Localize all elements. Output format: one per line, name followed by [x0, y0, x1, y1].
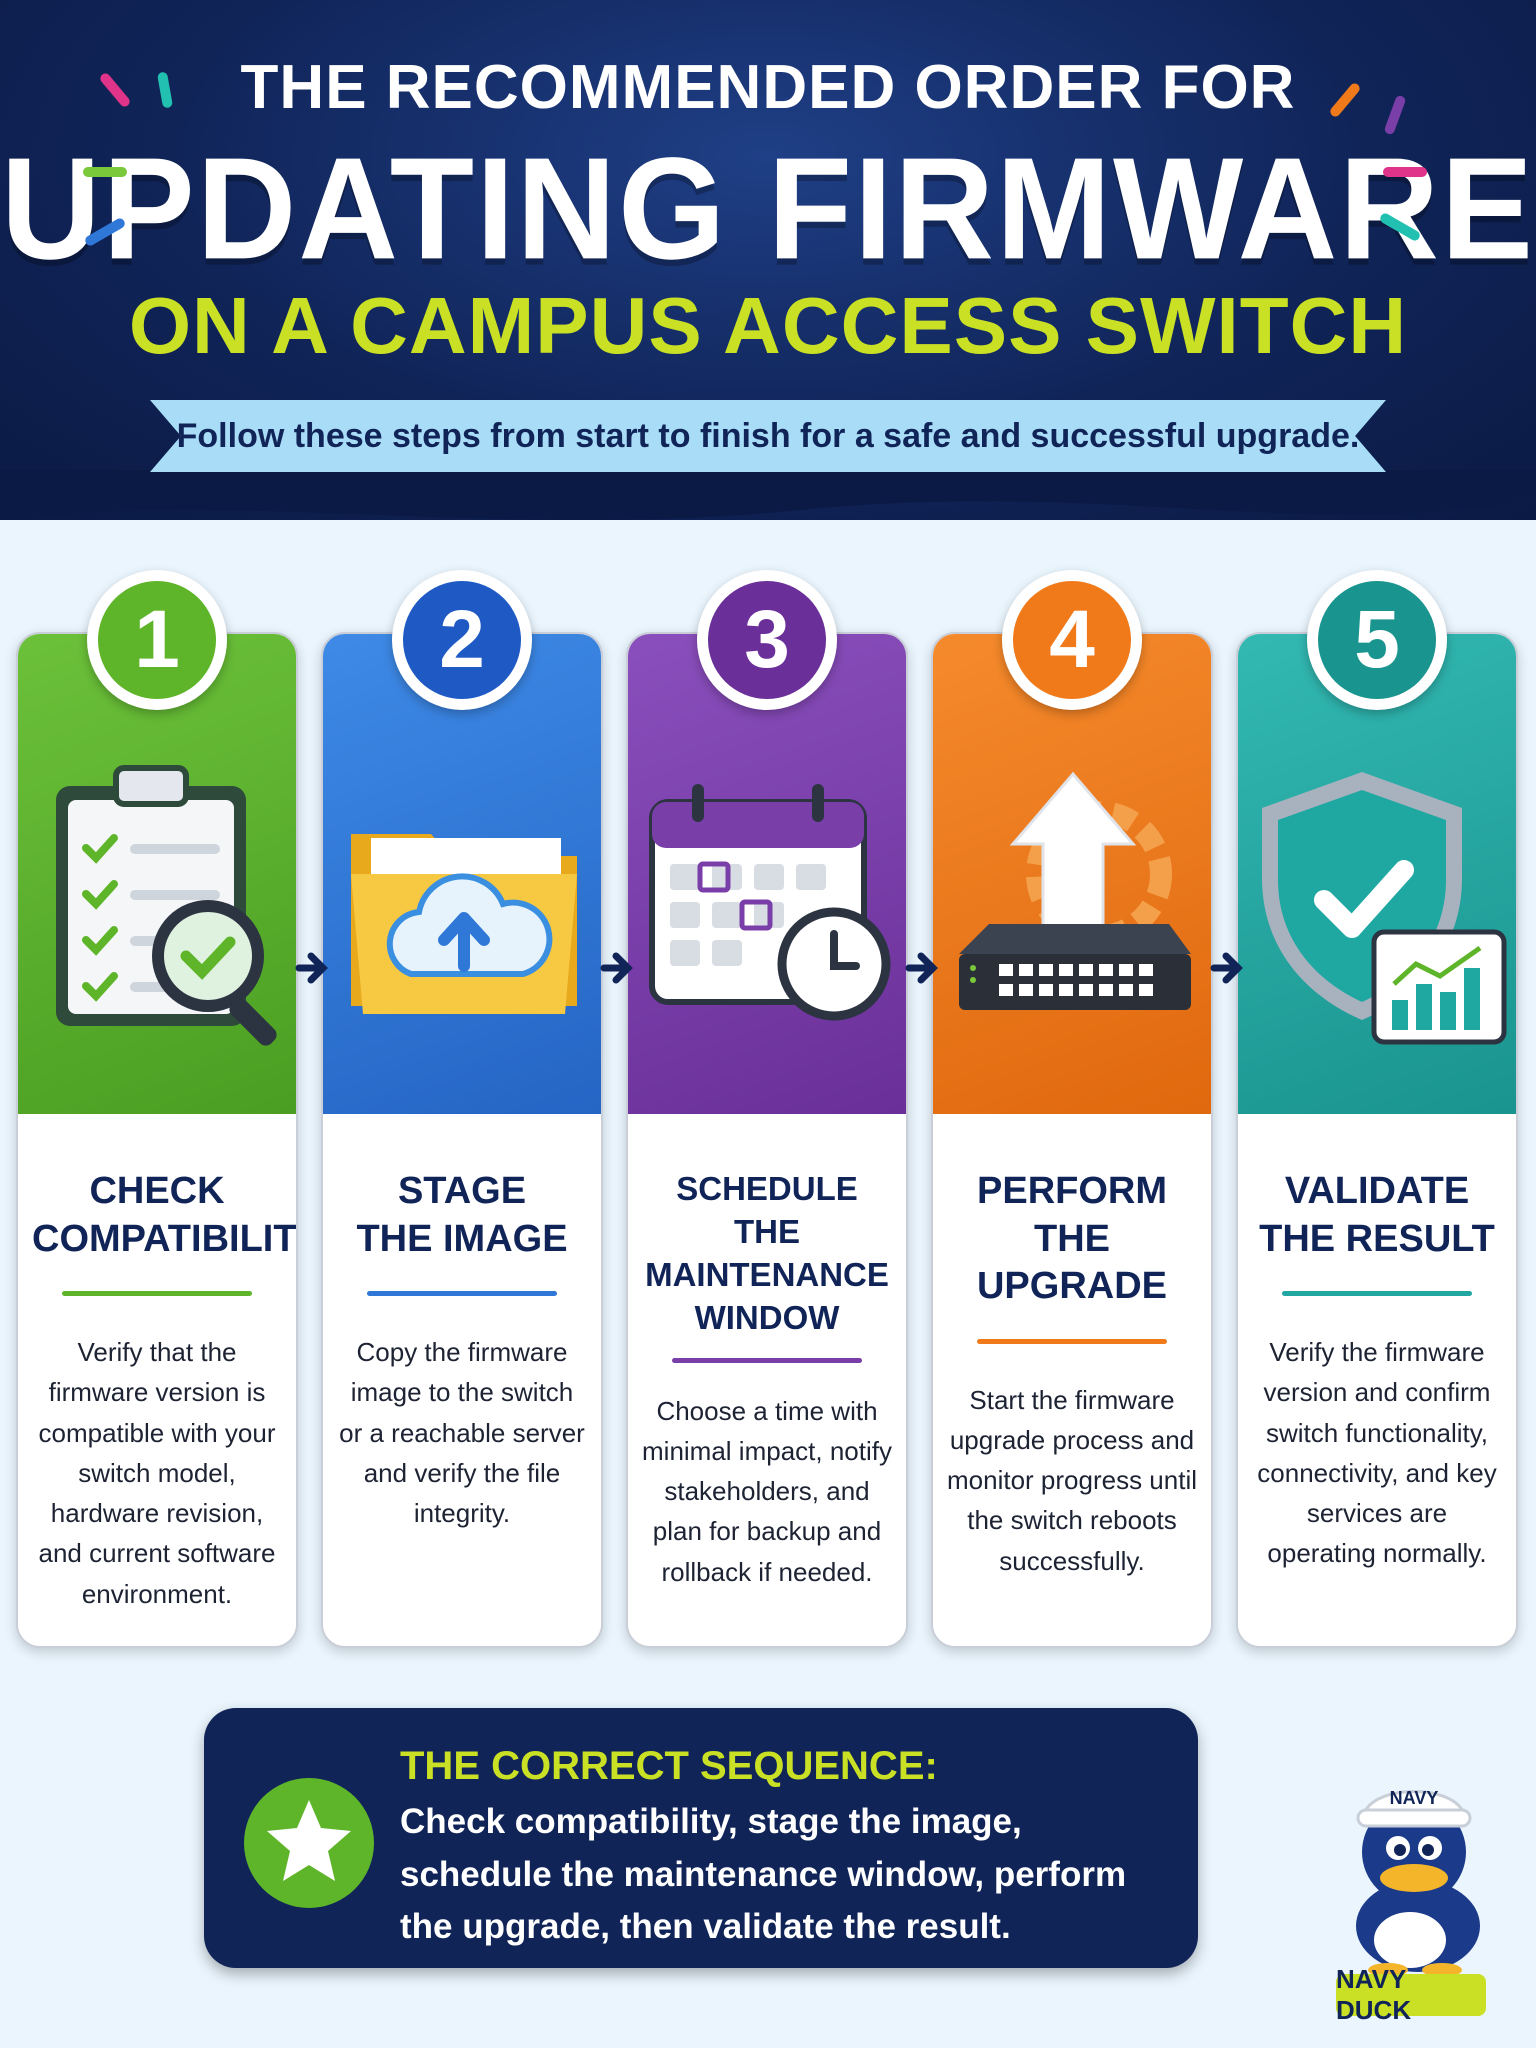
sequence-heading: THE CORRECT SEQUENCE:	[400, 1744, 938, 1788]
shield-check-chart-icon	[1262, 772, 1507, 1045]
chevron-right-icon	[1210, 952, 1243, 984]
step-description: Choose a time with minimal impact, notif…	[642, 1395, 892, 1587]
calendar-clock-icon	[649, 784, 891, 1021]
chevron-right-icon	[295, 952, 328, 984]
header-wave	[0, 470, 1536, 520]
step-number-badge-5: 5	[1307, 570, 1447, 710]
step-card-body: PERFORM THE UPGRADE Start the firmware u…	[933, 1114, 1211, 1646]
clipboard-checklist-magnifier-icon	[56, 765, 277, 1046]
folder-cloud-upload-icon	[351, 834, 577, 1014]
spark-decoration	[1383, 167, 1427, 177]
star-icon	[267, 1800, 351, 1881]
step-description: Start the firmware upgrade process and m…	[947, 1384, 1197, 1576]
step-description: Verify the firmware version and confirm …	[1257, 1337, 1497, 1569]
step-number: 2	[403, 581, 521, 699]
step-card-body: SCHEDULE THE MAINTENANCE WINDOW Choose a…	[628, 1114, 906, 1646]
duck-mascot-icon: NAVY	[1356, 1788, 1480, 1977]
step-title: PERFORM THE UPGRADE	[976, 1170, 1168, 1307]
switch-upload-arrow-icon	[959, 771, 1191, 1010]
title-line-1: THE RECOMMENDED ORDER FOR	[240, 53, 1296, 122]
step-card-2: STAGE THE IMAGE Copy the firmware image …	[321, 632, 603, 1648]
step-title: CHECK COMPATIBILITY	[32, 1170, 298, 1260]
step-title: STAGE THE IMAGE	[356, 1170, 568, 1260]
step-divider	[367, 1291, 557, 1296]
chevron-right-icon	[905, 952, 938, 984]
step-card-3: SCHEDULE THE MAINTENANCE WINDOW Choose a…	[626, 632, 908, 1648]
chevron-right-icon	[600, 952, 633, 984]
step-card-5: VALIDATE THE RESULT Verify the firmware …	[1236, 632, 1518, 1648]
step-card-body: CHECK COMPATIBILITY Verify that the firm…	[18, 1114, 298, 1646]
spark-decoration	[83, 167, 127, 177]
step-number: 1	[98, 581, 216, 699]
step-divider	[672, 1357, 862, 1363]
step-divider	[977, 1338, 1167, 1344]
step-card-4: PERFORM THE UPGRADE Start the firmware u…	[931, 632, 1213, 1648]
step-card-body: STAGE THE IMAGE Copy the firmware image …	[323, 1114, 601, 1646]
step-description: Verify that the firmware version is comp…	[38, 1337, 276, 1609]
step-title: SCHEDULE THE MAINTENANCE WINDOW	[645, 1170, 889, 1336]
sequence-summary-box: THE CORRECT SEQUENCE: Check compatibilit…	[204, 1708, 1198, 1968]
step-card-body: VALIDATE THE RESULT Verify the firmware …	[1238, 1114, 1516, 1646]
step-divider	[62, 1291, 252, 1296]
step-number-badge-4: 4	[1002, 570, 1142, 710]
subtitle-banner: Follow these steps from start to finish …	[150, 400, 1386, 472]
mascot-hat-text: NAVY	[1390, 1788, 1439, 1808]
step-number-badge-2: 2	[392, 570, 532, 710]
sequence-text: Check compatibility, stage the image, sc…	[400, 1802, 1127, 1946]
mascot-label: NAVY DUCK	[1336, 1964, 1486, 2025]
step-number-badge-1: 1	[87, 570, 227, 710]
step-title: VALIDATE THE RESULT	[1259, 1170, 1495, 1260]
step-divider	[1282, 1291, 1472, 1296]
step-description: Copy the firmware image to the switch or…	[339, 1337, 585, 1529]
step-number-badge-3: 3	[697, 570, 837, 710]
title-line-3: ON A CAMPUS ACCESS SWITCH	[128, 281, 1408, 370]
step-number: 4	[1013, 581, 1131, 699]
step-number: 3	[708, 581, 826, 699]
star-icon-circle	[244, 1778, 374, 1908]
step-card-1: CHECK COMPATIBILITY Verify that the firm…	[16, 632, 298, 1648]
step-number: 5	[1318, 581, 1436, 699]
title-line-2: UPDATING FIRMWARE	[0, 128, 1535, 290]
